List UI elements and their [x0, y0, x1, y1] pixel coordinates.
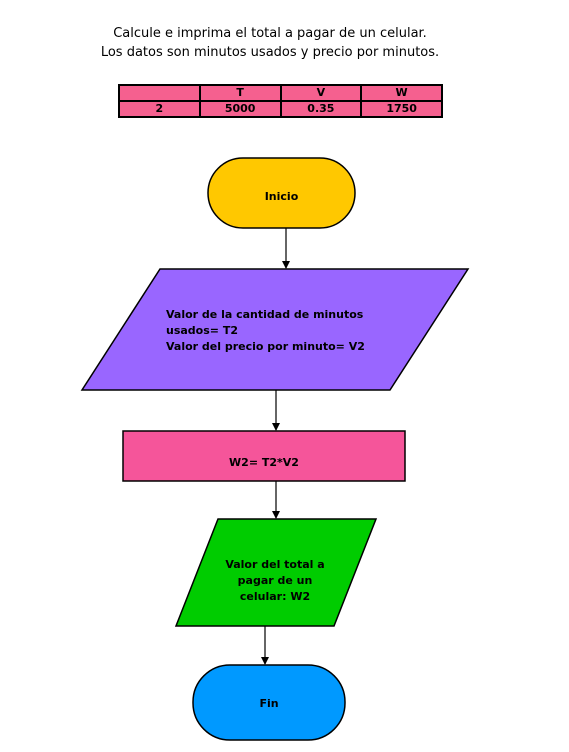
trace-table-header-cell: T: [198, 84, 282, 102]
trace-table-cell: 1750: [360, 100, 443, 118]
output-label-line-3: celular: W2: [239, 590, 311, 603]
problem-statement-line-1: Calcule e imprima el total a pagar de un…: [113, 26, 427, 41]
trace-table-header-row: T V W: [118, 84, 443, 102]
process-label: W2= T2*V2: [229, 456, 299, 469]
end-terminal: [192, 664, 346, 741]
input-label-line-3: Valor del precio por minuto= V2: [166, 340, 365, 353]
process-box: [122, 430, 406, 482]
input-label: Valor de la cantidad de minutos usados= …: [166, 307, 406, 355]
trace-table: T V W 2 5000 0.35 1750: [118, 84, 443, 118]
input-label-line-2: usados= T2: [166, 324, 238, 337]
end-label: Fin: [259, 697, 279, 710]
start-label: Inicio: [264, 190, 299, 203]
trace-table-cell: 2: [118, 100, 201, 118]
problem-statement: Calcule e imprima el total a pagar de un…: [0, 24, 540, 62]
trace-table-header-cell: W: [360, 84, 443, 102]
trace-table-cell: 0.35: [279, 100, 363, 118]
trace-table-row: 2 5000 0.35 1750: [118, 100, 443, 118]
problem-statement-line-2: Los datos son minutos usados y precio po…: [100, 45, 440, 60]
output-parallelogram: [174, 518, 378, 627]
trace-table-cell: 5000: [198, 100, 282, 118]
output-label: Valor del total a pagar de un celular: W…: [200, 557, 350, 605]
start-terminal: [207, 157, 356, 229]
trace-table-header-cell: V: [279, 84, 363, 102]
trace-table-header-cell: [118, 84, 201, 102]
output-label-line-1: Valor del total a: [225, 558, 325, 571]
input-label-line-1: Valor de la cantidad de minutos: [166, 308, 364, 321]
input-parallelogram: [80, 268, 470, 391]
output-label-line-2: pagar de un: [237, 574, 313, 587]
